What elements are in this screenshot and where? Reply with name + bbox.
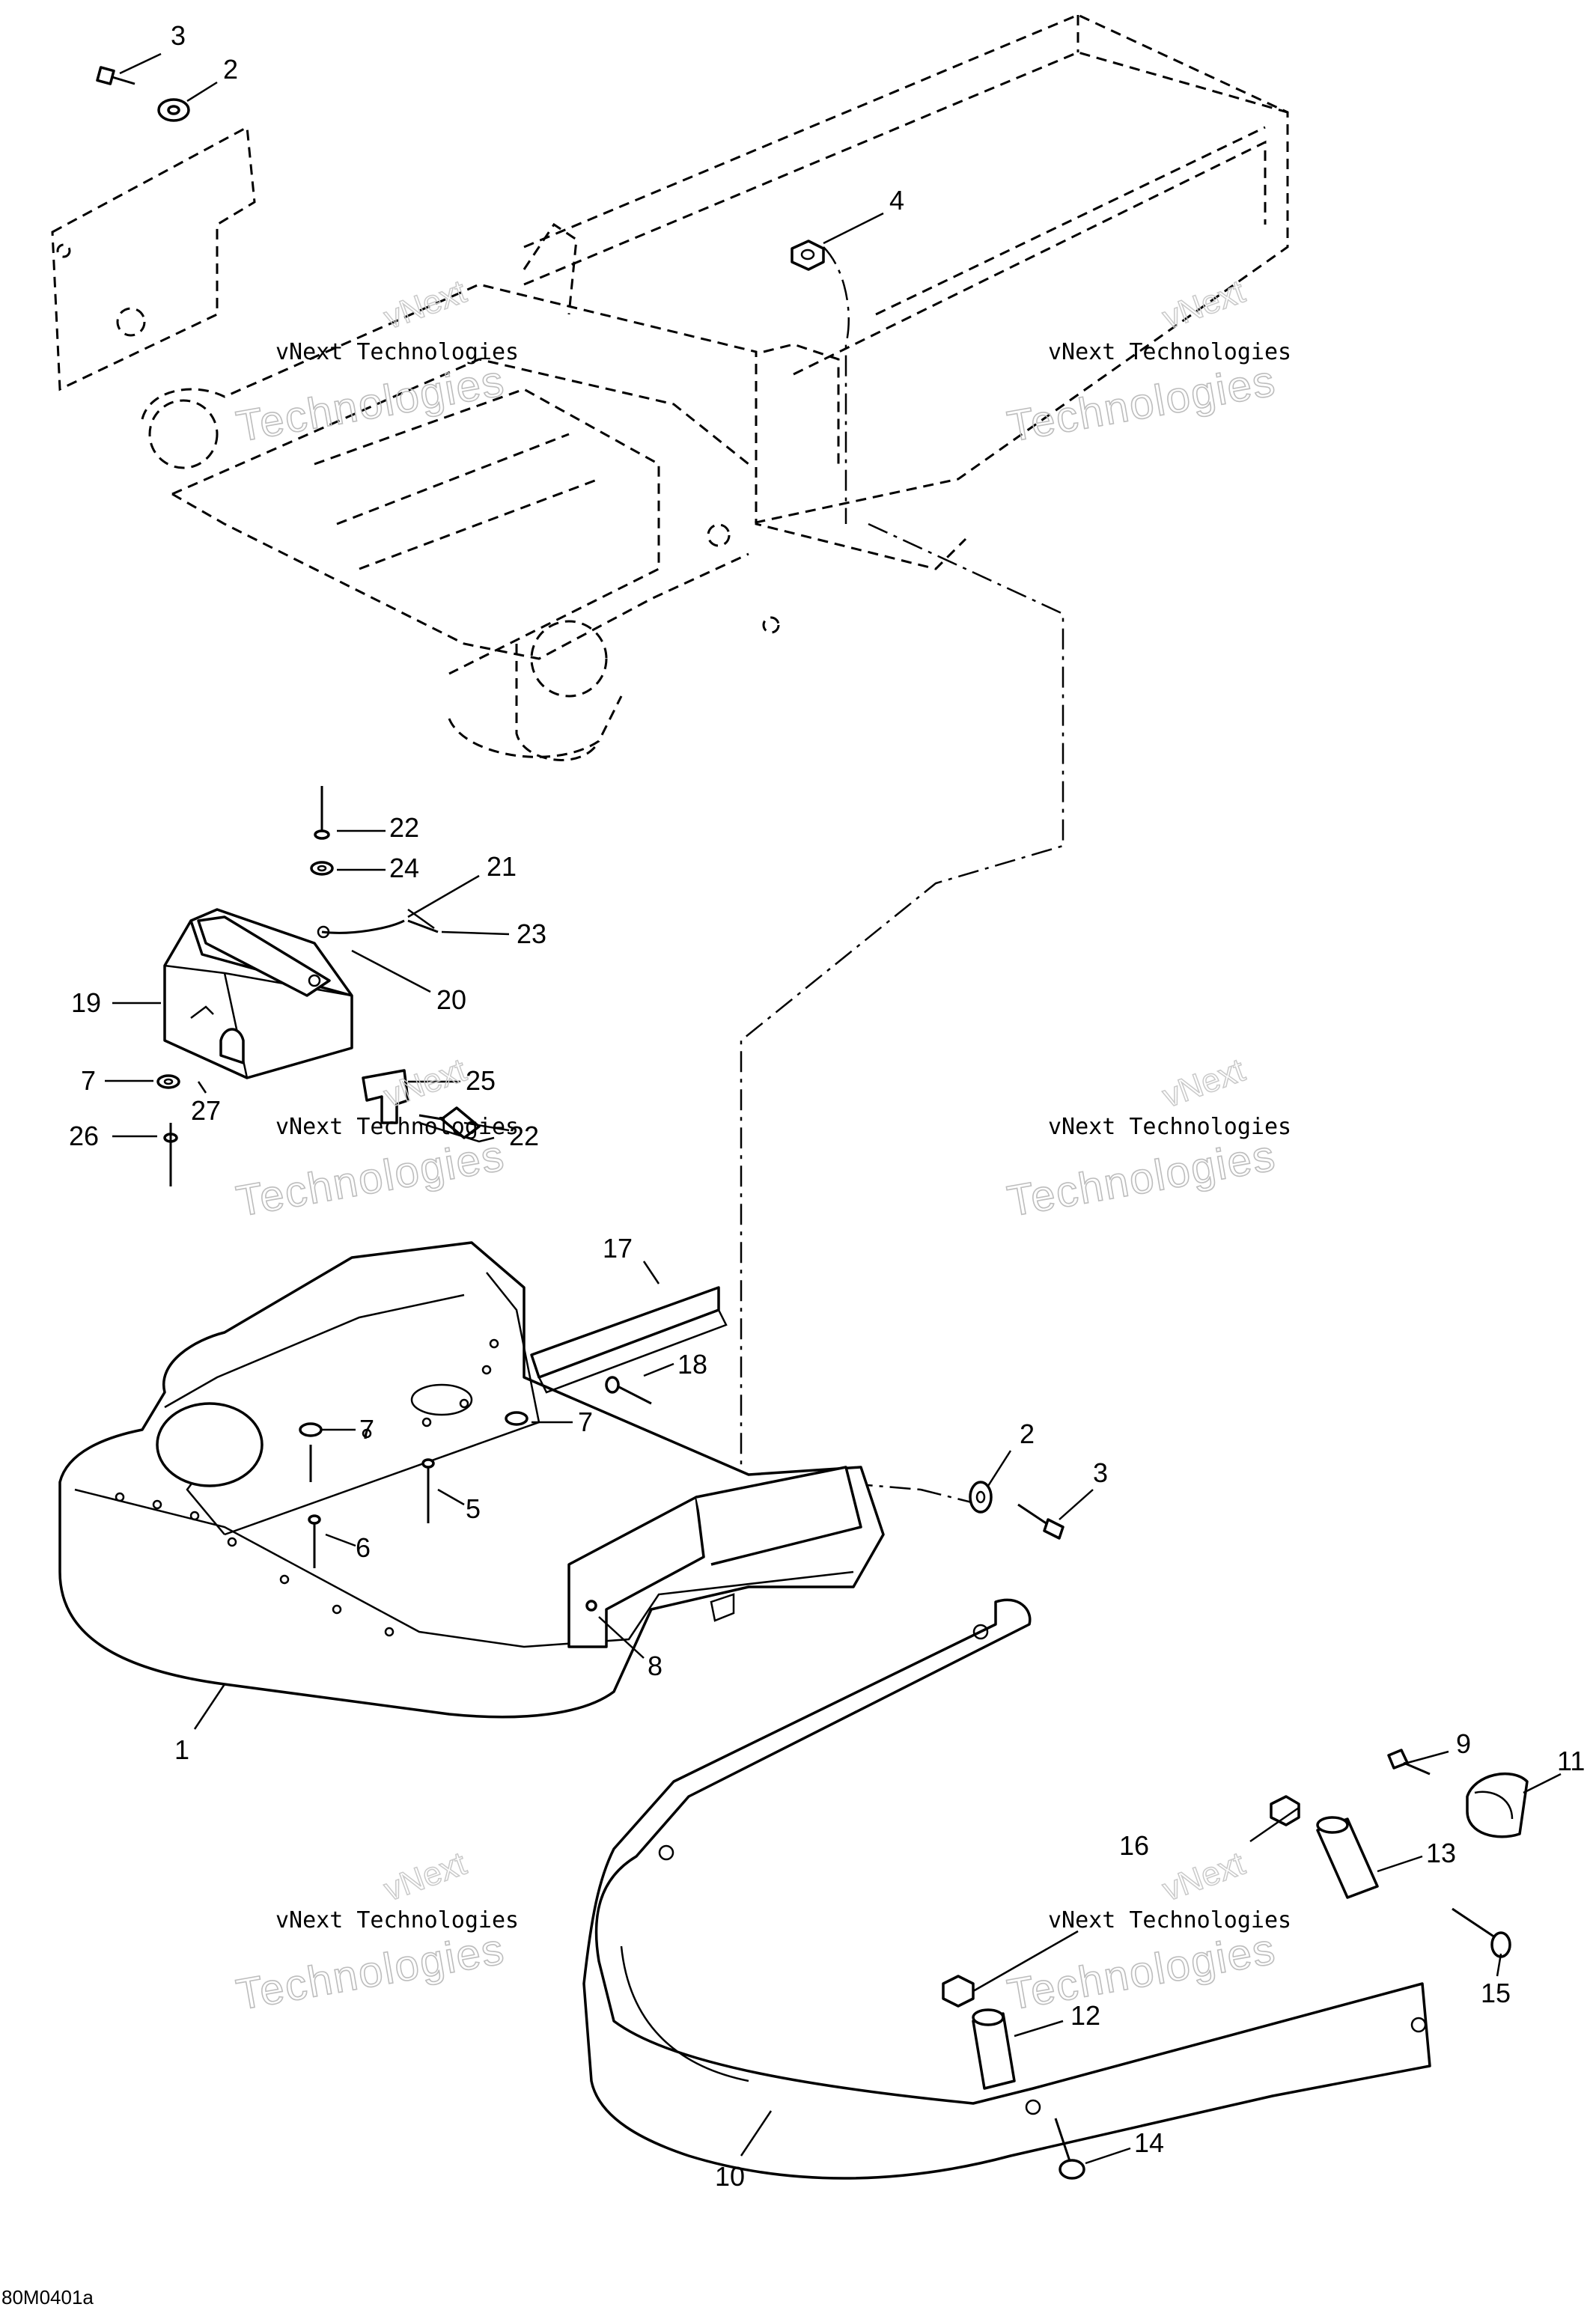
svg-text:vNext: vNext (380, 1845, 471, 1909)
svg-text:vNext: vNext (380, 1052, 471, 1115)
bolt-15 (1452, 1907, 1511, 1958)
svg-text:vNext Technologies: vNext Technologies (275, 339, 519, 365)
nut-16-top (1270, 1795, 1300, 1826)
callout-13: 13 (1426, 1838, 1456, 1868)
rivets-5-6-7 (299, 1411, 529, 1568)
callout-10: 10 (715, 2161, 745, 2192)
callout-25: 25 (466, 1065, 496, 1096)
callout-18: 18 (677, 1349, 707, 1380)
svg-text:Technologies: Technologies (1004, 1131, 1279, 1226)
svg-text:vNext Technologies: vNext Technologies (1048, 1114, 1291, 1140)
screw-18 (605, 1376, 652, 1405)
screw-3-right (1017, 1503, 1064, 1540)
rivet-22-mid (418, 1106, 495, 1143)
washer-24 (310, 861, 334, 876)
watermark-mid-right: vNext vNext Technologies Technologies (1003, 1051, 1291, 1226)
drawing-code: 80M0401a (1, 2286, 94, 2309)
callout-3-top: 3 (171, 20, 186, 51)
svg-text:vNext: vNext (1158, 1845, 1249, 1909)
svg-text:vNext Technologies: vNext Technologies (1048, 1907, 1291, 1933)
callout-27: 27 (191, 1095, 221, 1126)
callout-labels: 3 2 4 22 24 21 23 20 19 7 27 25 26 22 17… (69, 20, 1585, 2192)
front-part-1 (58, 1241, 885, 1719)
callout-22-mid: 22 (509, 1121, 539, 1151)
watermark-top-right: vNext vNext Technologies Technologies (1003, 272, 1291, 451)
holes-row (115, 1338, 499, 1637)
callout-26: 26 (69, 1121, 99, 1151)
svg-text:vNext: vNext (1158, 1052, 1249, 1115)
watermark-top-left: vNext vNext Technologies Technologies (232, 272, 519, 451)
callout-2-right: 2 (1020, 1418, 1035, 1449)
rivet-26 (163, 1123, 178, 1186)
plate-20 (197, 915, 331, 997)
callout-7-left: 7 (81, 1065, 96, 1096)
callout-22-top: 22 (389, 812, 419, 843)
screw-3-top (96, 66, 135, 85)
callout-11: 11 (1557, 1746, 1585, 1776)
callout-16: 16 (1119, 1830, 1149, 1861)
svg-text:vNext Technologies: vNext Technologies (1048, 339, 1291, 365)
washer-2-top (157, 98, 190, 122)
callout-20: 20 (436, 984, 466, 1015)
svg-text:vNext: vNext (380, 273, 471, 337)
svg-text:Technologies: Technologies (233, 1925, 508, 2020)
svg-text:Technologies: Technologies (233, 1131, 508, 1226)
svg-text:vNext Technologies: vNext Technologies (275, 1907, 519, 1933)
callout-12: 12 (1070, 2000, 1100, 2031)
clip-25 (362, 1069, 409, 1124)
bumper-10 (582, 1598, 1431, 2180)
callout-17: 17 (603, 1233, 633, 1264)
callout-2-top: 2 (223, 54, 238, 85)
svg-text:vNext: vNext (1158, 273, 1249, 337)
rivet-22-top (314, 786, 330, 840)
svg-text:vNext Technologies: vNext Technologies (275, 1114, 519, 1140)
washer-2-right (969, 1481, 993, 1514)
bolt-14 (1054, 2118, 1085, 2180)
cap-11 (1466, 1772, 1529, 1838)
callout-7-right: 7 (578, 1407, 593, 1437)
callout-4: 4 (889, 185, 904, 216)
wire-21 (317, 908, 439, 939)
callout-1: 1 (174, 1734, 189, 1765)
rail-8 (567, 1466, 862, 1648)
callout-8: 8 (648, 1651, 663, 1681)
svg-text:Technologies: Technologies (1004, 1925, 1279, 2020)
callout-19: 19 (71, 987, 101, 1018)
spacer-13 (1316, 1816, 1379, 1899)
callout-14: 14 (1134, 2127, 1164, 2158)
callout-24: 24 (389, 853, 419, 883)
callout-7-center: 7 (359, 1414, 374, 1445)
watermark-bottom-right: vNext vNext Technologies Technologies (1003, 1844, 1291, 2020)
callout-23: 23 (517, 918, 546, 949)
callout-6: 6 (356, 1532, 371, 1563)
frame-outline (51, 13, 1289, 761)
nut-4 (791, 240, 825, 271)
watermark-bottom-left: vNext vNext Technologies Technologies (232, 1844, 519, 2020)
svg-text:Technologies: Technologies (233, 356, 508, 451)
callout-9: 9 (1456, 1728, 1471, 1759)
svg-text:Technologies: Technologies (1004, 356, 1279, 451)
strip-17 (530, 1286, 728, 1394)
leader-lines (105, 52, 1562, 2165)
step-cover-19 (163, 908, 353, 1079)
washer-7-left (156, 1074, 180, 1089)
callout-3-right: 3 (1093, 1457, 1108, 1488)
callout-15: 15 (1481, 1978, 1511, 2008)
callout-5: 5 (466, 1493, 481, 1524)
spacer-12 (972, 2008, 1016, 2090)
callout-21: 21 (487, 851, 517, 882)
nut-16-bottom (942, 1975, 975, 2008)
